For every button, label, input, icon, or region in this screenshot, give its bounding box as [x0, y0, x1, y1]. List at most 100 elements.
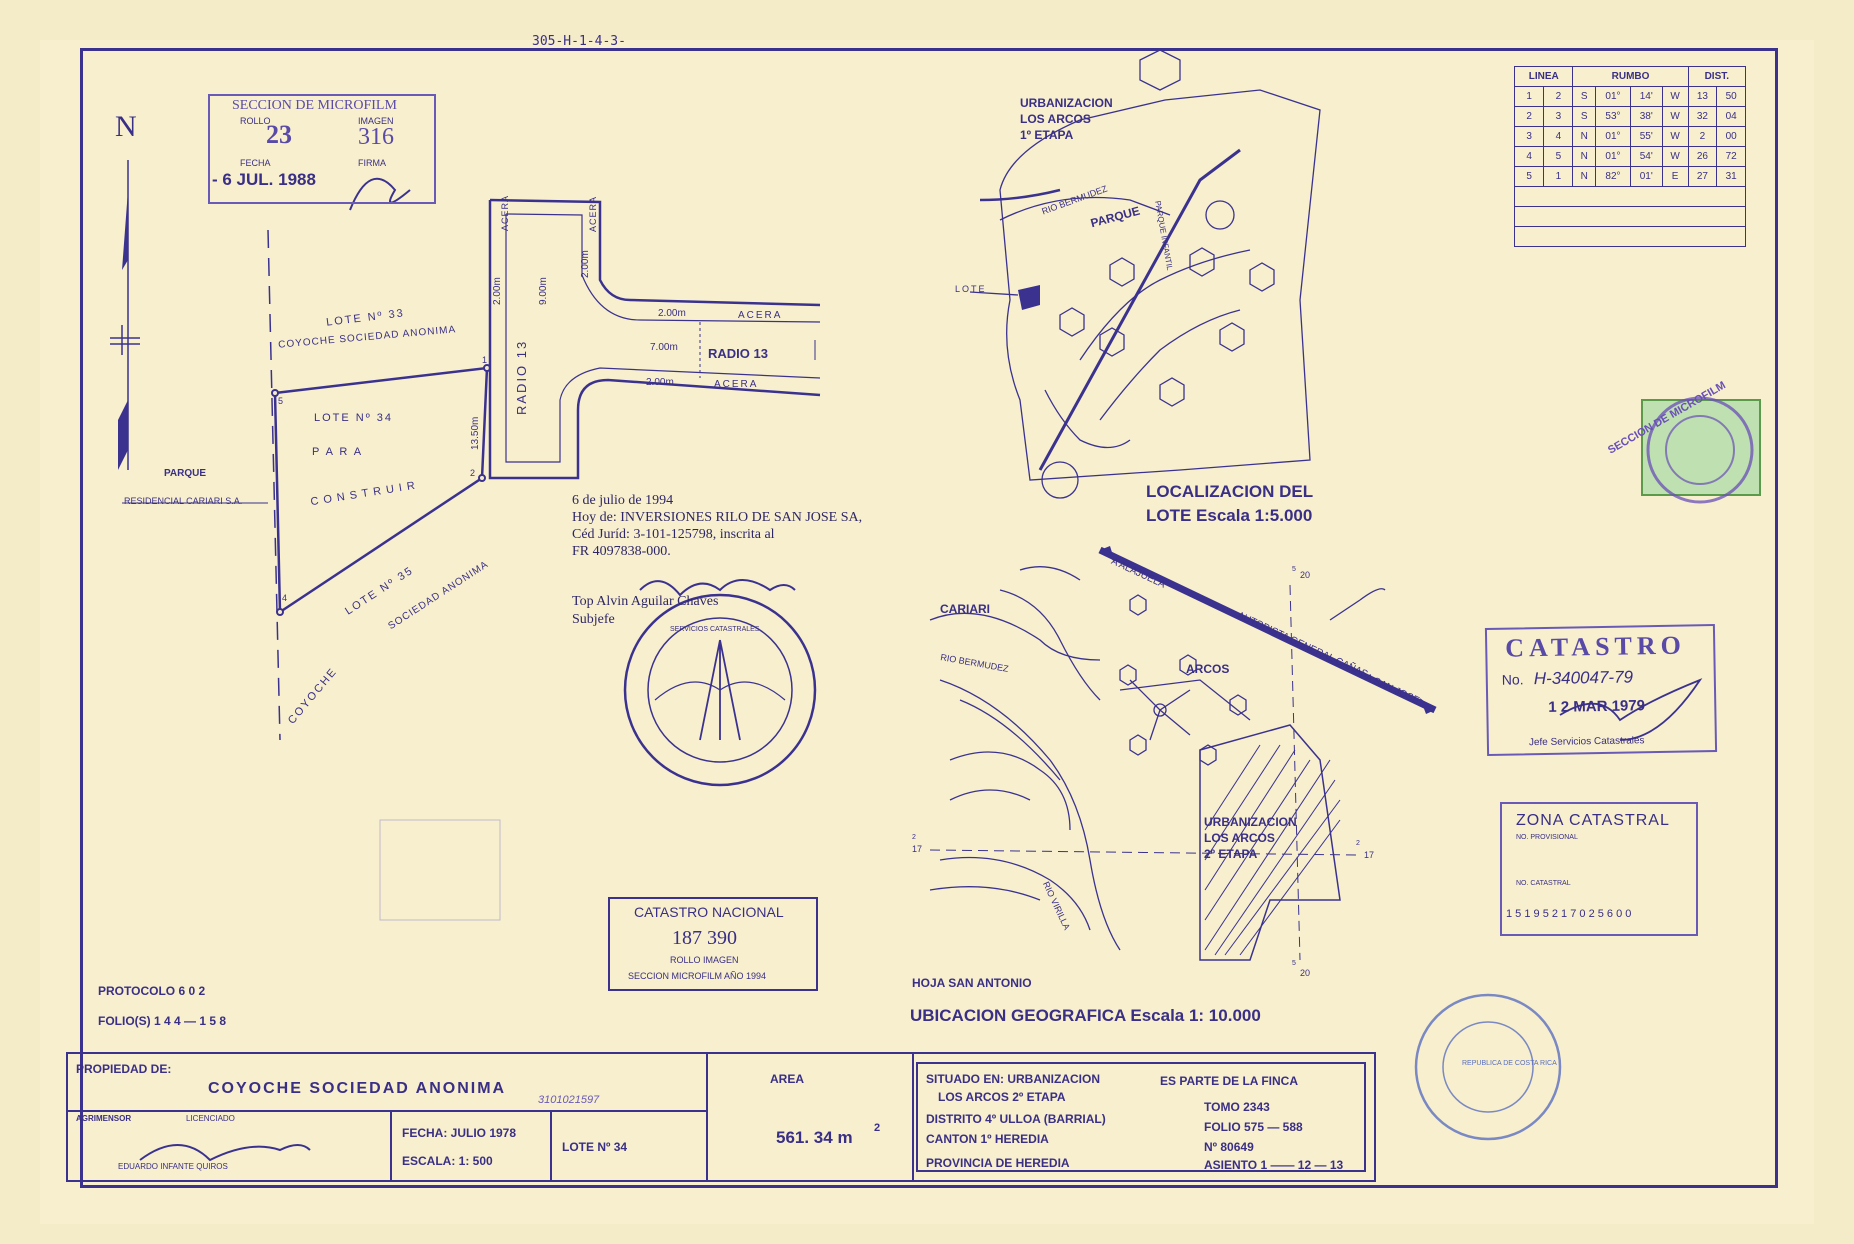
cell: 04	[1716, 106, 1746, 127]
imagen-label: IMAGEN	[358, 116, 394, 126]
zona-catastral-label: NO. CATASTRAL	[1516, 880, 1571, 887]
colegio-seal-center: REPUBLICA DE COSTA RICA	[1462, 1060, 1557, 1067]
catastro-nacional-title: CATASTRO NACIONAL	[634, 904, 784, 920]
acera-bottom-label: ACERA	[714, 379, 759, 390]
imagen-value: 316	[358, 124, 394, 150]
lote-value: LOTE Nº 34	[562, 1140, 628, 1154]
agrimensor-label: AGRIMENSOR	[76, 1114, 132, 1123]
area-value: 561. 34 m	[776, 1128, 853, 1147]
ubi-cariari: CARIARI	[940, 602, 990, 616]
reference-code: 305-H-1-4-3-	[532, 34, 626, 49]
acera-v2-label: ACERA	[588, 195, 598, 232]
catastro-no-label: No.	[1501, 671, 1524, 688]
cell: 55'	[1629, 126, 1663, 147]
cell: 00	[1716, 126, 1746, 147]
situado-line-2: LOS ARCOS 2º ETAPA	[938, 1090, 1066, 1104]
cell: 53°	[1594, 106, 1631, 127]
point-1: 1	[482, 355, 488, 365]
licenciado-label: LICENCIADO	[186, 1114, 235, 1123]
fecha-label: FECHA	[240, 158, 271, 168]
radio13-horizontal-label: RADIO 13	[708, 346, 768, 361]
annotation-line-6: Subjefe	[572, 612, 615, 627]
dim-street-width: 7.00m	[650, 342, 678, 353]
catastro-no-value: H-340047-79	[1533, 667, 1634, 689]
acera-v1-label: ACERA	[500, 194, 510, 231]
ubi-title: UBICACION GEOGRAFICA Escala 1: 10.000	[910, 1006, 1261, 1025]
ubi-grid-2b: 2	[1356, 840, 1360, 847]
area-label: AREA	[770, 1072, 805, 1086]
escala-value: ESCALA: 1: 500	[402, 1154, 493, 1168]
dim-lot-side: 13.50m	[470, 416, 481, 450]
microfilm-stamp: SECCION DE MICROFILM ROLLO 23 IMAGEN 316…	[208, 94, 436, 204]
catastro-stamp: CATASTRO No. H-340047-79 1 2 MAR 1979 Je…	[1484, 624, 1718, 756]
ubi-grid-right: 17	[1364, 850, 1375, 860]
dim-acera-v1: 2.00m	[492, 277, 503, 305]
cell: 2	[1687, 126, 1718, 147]
catastro-stamp-title: CATASTRO	[1505, 630, 1687, 663]
cell: W	[1661, 126, 1689, 147]
cell: 01°	[1594, 86, 1631, 107]
catastro-nacional-section: SECCION MICROFILM AÑO 1994	[628, 971, 767, 981]
cell: 01°	[1594, 126, 1631, 147]
annotation-line-5: Top Alvin Aguilar Chaves	[572, 594, 719, 609]
loc-title-2: LOTE Escala 1:5.000	[1146, 506, 1313, 525]
parque-owner: RESIDENCIAL CARIARI S.A.	[124, 496, 243, 506]
cell: 5	[1513, 166, 1545, 187]
ubi-grid-2a: 2	[912, 834, 916, 841]
cell: 26	[1687, 146, 1718, 167]
cell: 1	[1513, 86, 1545, 107]
firma-label: FIRMA	[358, 158, 386, 168]
ubi-grid-top: 20	[1300, 570, 1311, 580]
parque-label: PARQUE	[164, 468, 207, 479]
ubi-grid-left: 17	[912, 844, 923, 854]
loc-los-arcos: LOS ARCOS	[1020, 112, 1091, 126]
cell: 50	[1716, 86, 1746, 107]
ubi-urb-1: URBANIZACION	[1204, 815, 1297, 829]
cell: 5	[1543, 146, 1574, 167]
cell: 2	[1543, 86, 1574, 107]
annotation-line-4: FR 4097838-000.	[572, 544, 671, 559]
lote34-label: LOTE Nº 34	[314, 412, 394, 424]
cell: 4	[1513, 146, 1545, 167]
cell: N	[1572, 166, 1596, 187]
cell: W	[1661, 106, 1689, 127]
protocolo-line-1: PROTOCOLO 6 0 2	[98, 984, 206, 998]
header-dist: DIST.	[1687, 66, 1747, 87]
folio: FOLIO 575 — 588	[1204, 1120, 1303, 1134]
ubi-grid-bottom: 20	[1300, 968, 1311, 978]
cell: 14'	[1629, 86, 1663, 107]
cell: 01°	[1594, 146, 1631, 167]
tomo: TOMO 2343	[1204, 1100, 1270, 1114]
cell: 54'	[1629, 146, 1663, 167]
rollo-value: 23	[266, 120, 292, 149]
cell: W	[1661, 86, 1689, 107]
finca-label: ES PARTE DE LA FINCA	[1160, 1074, 1299, 1088]
zona-provisional: NO. PROVISIONAL	[1516, 834, 1578, 841]
loc-urbanizacion: URBANIZACION	[1020, 96, 1113, 110]
ubi-grid-5a: 5	[1292, 566, 1296, 573]
table-row	[1514, 206, 1746, 227]
propiedad-note: 3101021597	[538, 1094, 600, 1106]
ubi-grid-5b: 5	[1292, 960, 1296, 967]
ubi-urb-3: 2º ETAPA	[1204, 847, 1258, 861]
cell: 3	[1513, 126, 1545, 147]
header-rumbo: RUMBO	[1572, 66, 1689, 87]
cell: 27	[1687, 166, 1718, 187]
loc-etapa: 1º ETAPA	[1020, 128, 1074, 142]
cell: N	[1572, 126, 1596, 147]
ubi-arcos: ARCOS	[1186, 662, 1230, 676]
zona-catastral-stamp: ZONA CATASTRAL NO. PROVISIONAL NO. CATAS…	[1500, 802, 1698, 936]
fecha-value: FECHA: JULIO 1978	[402, 1126, 517, 1140]
catastro-nacional-number: 187 390	[672, 927, 737, 949]
annotation-line-3: Céd Juríd: 3-101-125798, inscrita al	[572, 527, 775, 542]
title-block: PROPIEDAD DE: COYOCHE SOCIEDAD ANONIMA 3…	[66, 1052, 1764, 1184]
dim-acera-bottom: 2.00m	[646, 377, 674, 388]
cell: 82°	[1594, 166, 1631, 187]
numero: Nº 80649	[1204, 1140, 1254, 1154]
cell: 3	[1543, 106, 1574, 127]
